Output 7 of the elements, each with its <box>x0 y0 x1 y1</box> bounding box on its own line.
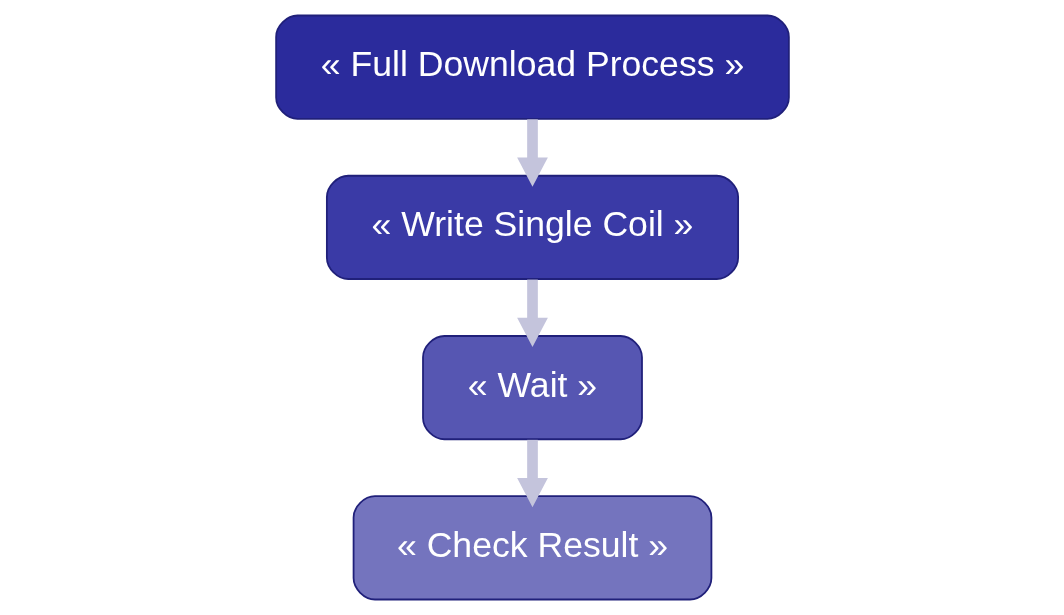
arrow <box>516 439 548 508</box>
node-box: « Check Result » <box>352 495 712 601</box>
node-box: « Write Single Coil » <box>325 174 739 280</box>
node-box: « Full Download Process » <box>274 14 790 120</box>
arrow <box>516 279 548 347</box>
node-box: « Wait » <box>421 335 643 441</box>
arrow <box>516 119 548 187</box>
